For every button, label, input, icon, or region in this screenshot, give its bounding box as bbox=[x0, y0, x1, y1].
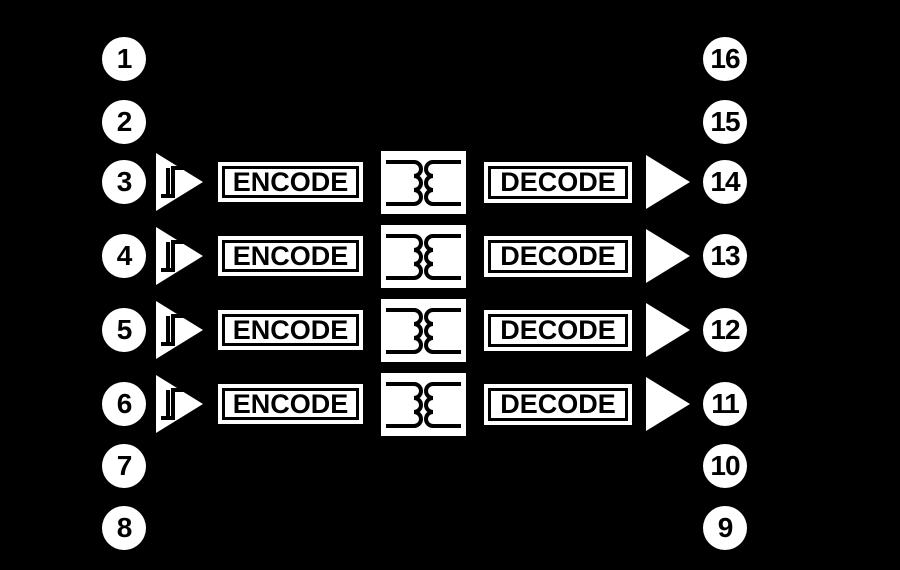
transformer-windings bbox=[386, 159, 461, 206]
transformer-windings bbox=[386, 307, 461, 354]
output-buffer-icon bbox=[646, 229, 690, 283]
encode-label: ENCODE bbox=[222, 166, 359, 198]
transformer-windings bbox=[386, 381, 461, 428]
transformer-windings bbox=[386, 233, 461, 280]
decode-block: DECODE bbox=[484, 161, 632, 203]
pin-circle-13: 13 bbox=[703, 234, 747, 278]
hysteresis-icon bbox=[161, 166, 185, 198]
decode-label: DECODE bbox=[488, 313, 628, 347]
buffer-triangle bbox=[156, 375, 203, 433]
pin-circle-8: 8 bbox=[102, 506, 146, 550]
decode-block: DECODE bbox=[484, 235, 632, 277]
pin-circle-3: 3 bbox=[102, 160, 146, 204]
pin-circle-4: 4 bbox=[102, 234, 146, 278]
pin-circle-14: 14 bbox=[703, 160, 747, 204]
buffer-triangle bbox=[156, 153, 203, 211]
hysteresis-icon bbox=[161, 240, 185, 272]
transformer-icon bbox=[381, 298, 466, 362]
decode-label: DECODE bbox=[488, 239, 628, 273]
transformer-icon bbox=[381, 224, 466, 288]
schmitt-trigger-buffer-icon bbox=[156, 375, 203, 433]
transformer-icon bbox=[381, 372, 466, 436]
buffer-triangle bbox=[646, 303, 690, 357]
output-buffer-icon bbox=[646, 155, 690, 209]
decode-label: DECODE bbox=[488, 387, 628, 421]
pin-circle-5: 5 bbox=[102, 308, 146, 352]
encode-block: ENCODE bbox=[218, 162, 363, 202]
buffer-triangle bbox=[156, 227, 203, 285]
encode-label: ENCODE bbox=[222, 314, 359, 346]
buffer-triangle bbox=[646, 377, 690, 431]
hysteresis-icon bbox=[161, 388, 185, 420]
pin-circle-10: 10 bbox=[703, 444, 747, 488]
schmitt-trigger-buffer-icon bbox=[156, 301, 203, 359]
decode-block: DECODE bbox=[484, 309, 632, 351]
output-buffer-icon bbox=[646, 377, 690, 431]
pin-circle-15: 15 bbox=[703, 100, 747, 144]
pin-circle-12: 12 bbox=[703, 308, 747, 352]
transformer-icon bbox=[381, 150, 466, 214]
hysteresis-icon bbox=[161, 314, 185, 346]
pin-circle-6: 6 bbox=[102, 382, 146, 426]
buffer-triangle bbox=[646, 155, 690, 209]
pin-circle-16: 16 bbox=[703, 37, 747, 81]
buffer-triangle bbox=[646, 229, 690, 283]
output-buffer-icon bbox=[646, 303, 690, 357]
encode-block: ENCODE bbox=[218, 236, 363, 276]
schmitt-trigger-buffer-icon bbox=[156, 227, 203, 285]
decode-block: DECODE bbox=[484, 383, 632, 425]
encode-block: ENCODE bbox=[218, 384, 363, 424]
pin-circle-2: 2 bbox=[102, 100, 146, 144]
pin-circle-11: 11 bbox=[703, 382, 747, 426]
encode-label: ENCODE bbox=[222, 388, 359, 420]
encode-label: ENCODE bbox=[222, 240, 359, 272]
encode-block: ENCODE bbox=[218, 310, 363, 350]
buffer-triangle bbox=[156, 301, 203, 359]
decode-label: DECODE bbox=[488, 165, 628, 199]
schmitt-trigger-buffer-icon bbox=[156, 153, 203, 211]
pin-circle-7: 7 bbox=[102, 444, 146, 488]
pin-circle-1: 1 bbox=[102, 37, 146, 81]
pin-circle-9: 9 bbox=[703, 506, 747, 550]
